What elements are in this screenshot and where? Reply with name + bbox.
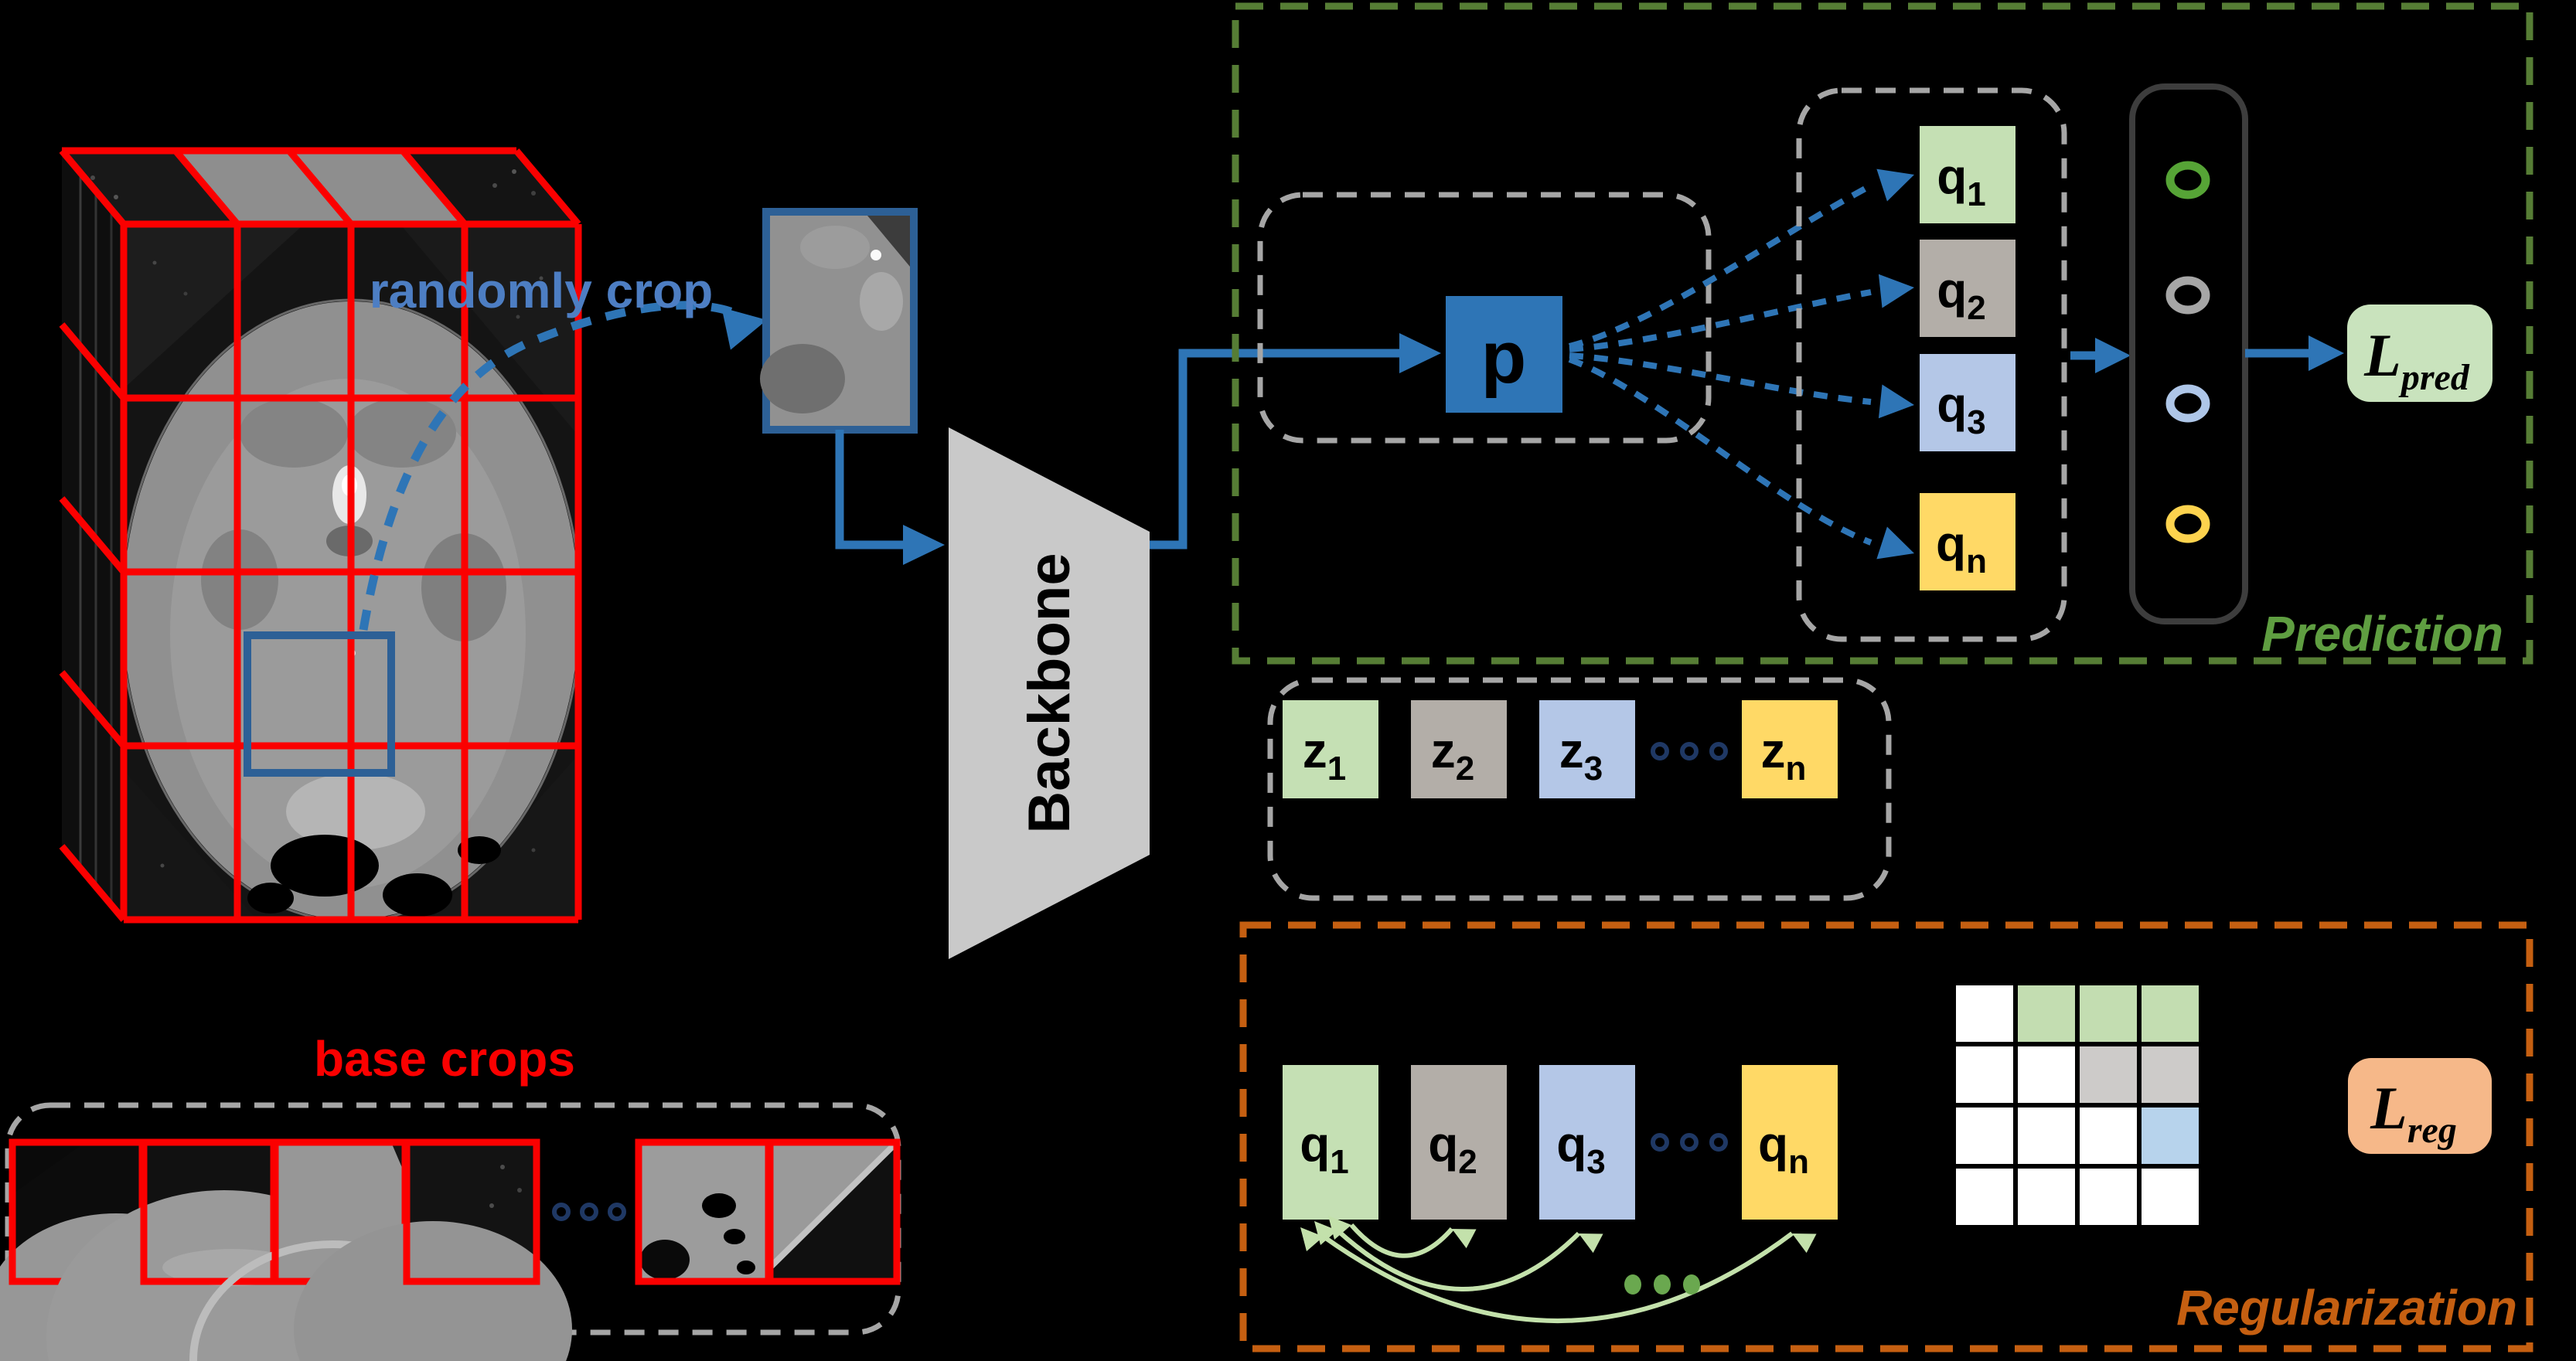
q3-label: q3	[1937, 376, 1986, 441]
fan-arrowheads	[1876, 168, 1914, 560]
queue-dashed-box	[1796, 87, 2067, 642]
randomly-crop-label: randomly crop	[370, 263, 714, 318]
p-label: p	[1481, 316, 1527, 399]
regularization-section: Regularization q1 q2 q3 qn	[1239, 921, 2533, 1352]
zn-label: zn	[1761, 723, 1807, 788]
lpred-loss-box: Lpred	[2347, 305, 2493, 402]
z1-label: z1	[1303, 723, 1346, 788]
base-crop-5	[635, 1138, 772, 1285]
reg-ellipsis-dots	[1651, 1133, 1728, 1152]
base-crops-ellipsis-dots	[552, 1203, 626, 1221]
base-crop-grid-lines	[59, 147, 582, 924]
reg-queue-item-q3: q3	[1539, 1065, 1635, 1220]
z-row-section: z1 z2 z3 zn	[1267, 677, 1892, 901]
prediction-box-border	[1232, 2, 2533, 665]
lreg-loss-box: Lreg	[2348, 1058, 2492, 1154]
regularization-box-border	[1239, 921, 2533, 1352]
backbone-to-p-arrow	[1150, 333, 1441, 550]
qn-label: qn	[1936, 515, 1987, 580]
queue-item-qn: qn	[1920, 493, 2015, 590]
randomly-crop-arrow	[359, 301, 767, 631]
reg-queue-item-q1: q1	[1283, 1065, 1378, 1220]
p-block: p	[1446, 296, 1562, 413]
queue-item-q1: q1	[1920, 126, 2015, 223]
ring-green	[2165, 161, 2210, 199]
reg-qn-label: qn	[1758, 1116, 1809, 1181]
pairwise-similarity-arcs	[1322, 1223, 1794, 1323]
base-crops-dashed-box	[5, 1102, 901, 1335]
reg-queue-item-qn: qn	[1742, 1065, 1838, 1220]
z-row-dashed-box	[1267, 677, 1892, 901]
base-crop-6	[766, 1138, 901, 1285]
z3-label: z3	[1559, 723, 1603, 788]
z-item-z2: z2	[1411, 700, 1507, 798]
ring-blue	[2165, 384, 2210, 423]
queue-item-q3: q3	[1920, 354, 2015, 451]
queue-to-column-arrow	[2070, 338, 2131, 373]
base-crops-label: base crops	[314, 1031, 575, 1087]
reg-q3-label: q3	[1556, 1116, 1606, 1181]
q1-label: q1	[1937, 148, 1986, 213]
ct-volume-cube	[59, 147, 582, 924]
backbone-block: Backbone	[949, 427, 1150, 959]
z-item-z1: z1	[1283, 700, 1378, 798]
z-item-zn: zn	[1742, 700, 1838, 798]
prediction-queue: q1 q2 q3 qn	[1920, 126, 2015, 590]
z-ellipsis-dots	[1651, 742, 1728, 760]
reg-q2-label: q2	[1428, 1116, 1477, 1181]
base-crop-4	[294, 1138, 572, 1361]
prediction-title: Prediction	[2261, 606, 2503, 662]
z2-label: z2	[1431, 723, 1474, 788]
backbone-label: Backbone	[1017, 553, 1082, 833]
prediction-section: Prediction p q1	[1232, 2, 2533, 665]
arc-ellipsis-dots	[1624, 1274, 1700, 1295]
q2-label: q2	[1937, 262, 1986, 327]
reg-q1-label: q1	[1300, 1116, 1349, 1181]
cropped-patch-image	[760, 208, 918, 434]
base-crops-section: base crops	[0, 1031, 901, 1361]
reg-queue-item-q2: q2	[1411, 1065, 1507, 1220]
ring-gray	[2165, 276, 2210, 315]
z-item-z3: z3	[1539, 700, 1635, 798]
regularization-title: Regularization	[2176, 1280, 2517, 1335]
column-to-lpred-arrow	[2245, 335, 2344, 371]
queue-item-q2: q2	[1920, 240, 2015, 337]
ring-yellow	[2165, 505, 2210, 543]
random-crop-region	[244, 631, 395, 777]
predictor-dashed-box	[1257, 192, 1712, 444]
lreg-label: Lreg	[2370, 1074, 2457, 1151]
similarity-matrix	[1956, 985, 2199, 1225]
crop-to-backbone-arrow	[835, 430, 945, 565]
lpred-label: Lpred	[2363, 322, 2470, 398]
arc-arrowheads	[1300, 1216, 1817, 1254]
p-to-queue-dashed-arrows	[1568, 182, 1872, 546]
similarity-column	[2129, 83, 2248, 624]
